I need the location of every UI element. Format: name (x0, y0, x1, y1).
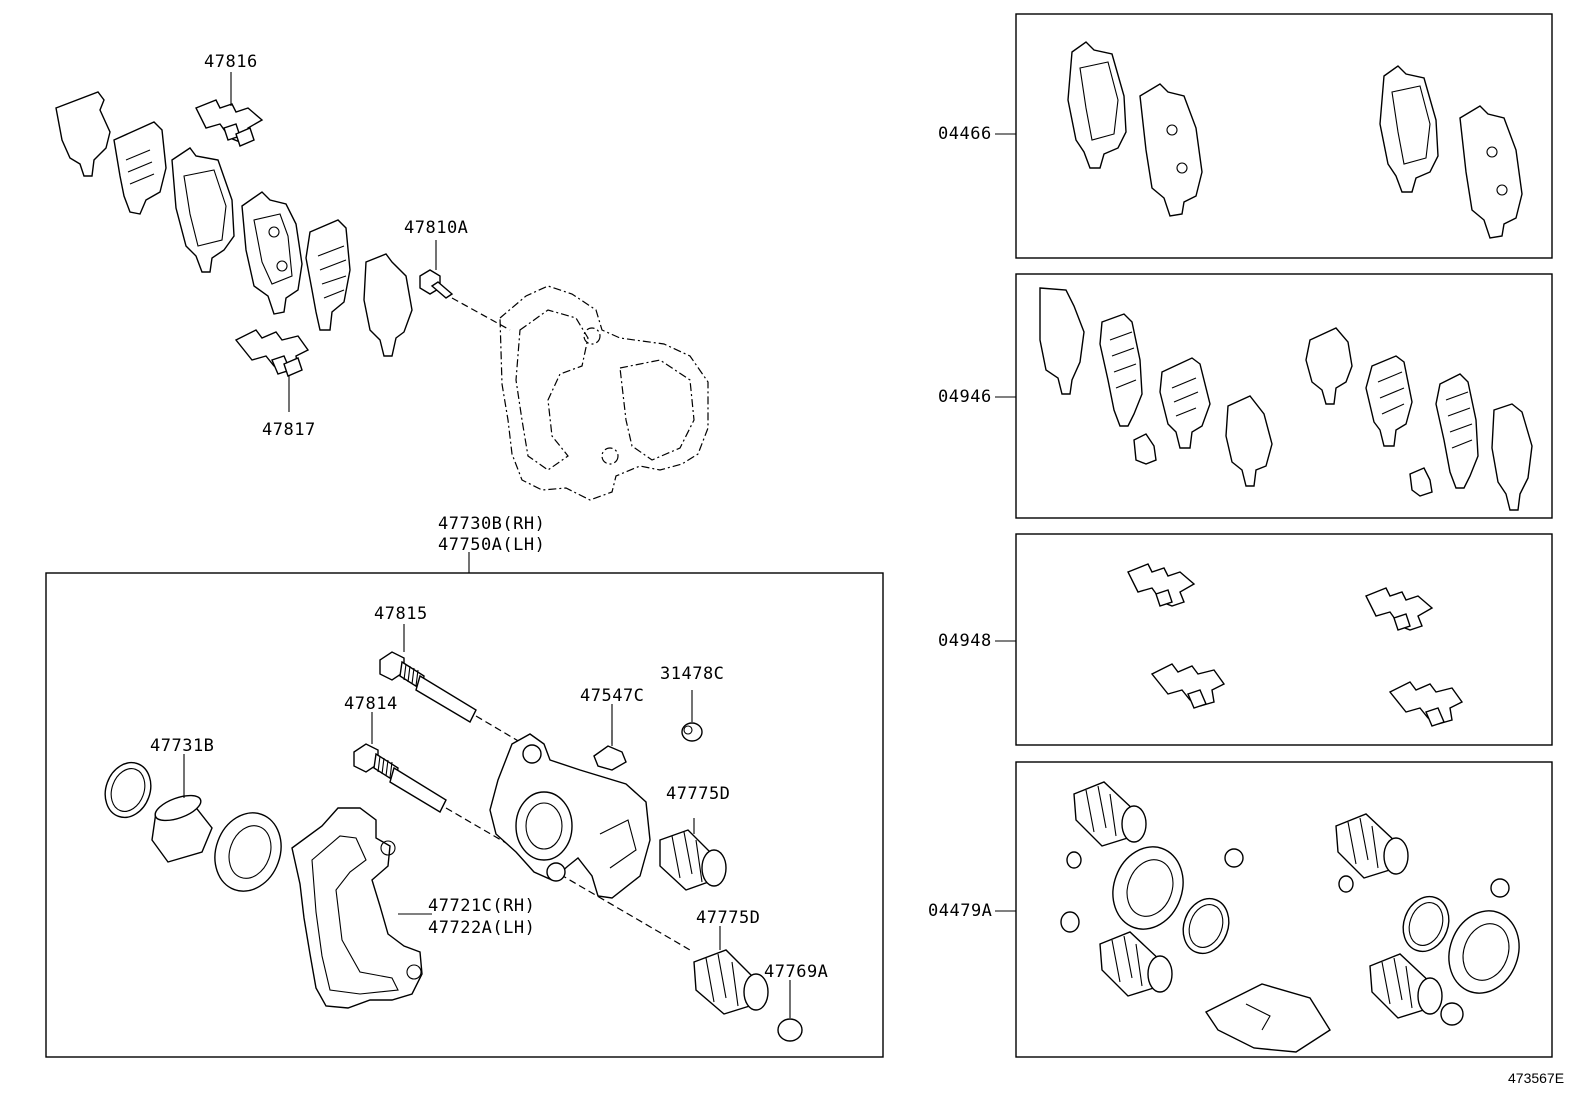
kit-04948-clip-1 (1127, 563, 1196, 607)
piston-seal-ring[interactable] (98, 756, 158, 824)
label-47815[interactable]: 47815 (374, 604, 428, 624)
kit-04479A-boot-3 (1335, 813, 1409, 879)
piston[interactable] (151, 790, 213, 863)
label-47775D-upper[interactable]: 47775D (666, 784, 731, 804)
label-47817[interactable]: 47817 (262, 420, 316, 440)
label-47816[interactable]: 47816 (204, 52, 258, 72)
kit-box-04948[interactable] (1015, 533, 1553, 746)
label-kit-04479A[interactable]: 04479A (928, 901, 993, 921)
label-47775D-lower[interactable]: 47775D (696, 908, 761, 928)
caliper-body[interactable] (489, 733, 651, 899)
slide-pin-47815[interactable] (379, 651, 477, 723)
label-47730B[interactable]: 47730B(RH) (438, 514, 546, 534)
label-47810A[interactable]: 47810A (404, 218, 469, 238)
bleeder-cap-47769A[interactable] (777, 1018, 803, 1042)
label-47814[interactable]: 47814 (344, 694, 398, 714)
kit-04948-clip-3 (1150, 663, 1226, 709)
label-31478C[interactable]: 31478C (660, 664, 725, 684)
kit-04479A-boot-2 (1099, 931, 1173, 997)
kit-04479A-ring (1182, 897, 1230, 955)
pad-support-plate-47816[interactable] (195, 99, 264, 147)
brake-pad-inner[interactable] (241, 191, 303, 315)
kit-box-04479A[interactable] (1015, 761, 1553, 1058)
ghost-caliper-mounting (499, 285, 709, 501)
cylinder-boot[interactable] (204, 803, 292, 900)
anti-squeal-shim-a[interactable] (305, 219, 351, 331)
label-47731B[interactable]: 47731B (150, 736, 215, 756)
kit-box-04946[interactable] (1015, 273, 1553, 519)
diagram-reference-number: 473567E (1508, 1070, 1565, 1086)
cylinder-slide-bushing-boot-lower[interactable] (693, 949, 769, 1015)
shim-plate-outer[interactable] (55, 91, 111, 177)
brake-pad-outer[interactable] (171, 147, 235, 273)
bleeder-cap-31478C[interactable] (681, 722, 703, 742)
kit-04479A-small-parts (1060, 848, 1510, 1026)
label-kit-04948[interactable]: 04948 (938, 631, 992, 651)
kit-04946-shim-set-right (1305, 327, 1533, 511)
label-47769A[interactable]: 47769A (764, 962, 829, 982)
kit-04948-clip-4 (1388, 681, 1464, 727)
kit-04479A-seal-large (1112, 846, 1184, 930)
bleeder-plug-47547C[interactable] (593, 730, 627, 771)
kit-04479A-boot-4 (1369, 953, 1443, 1019)
kit-04466-pad-pair-right (1379, 65, 1523, 239)
kit-04479A-grease-packet (1204, 983, 1331, 1053)
cylinder-slide-bushing-boot-upper[interactable] (659, 829, 727, 891)
kit-04466-pad-pair-left (1067, 41, 1203, 217)
pad-support-plate-47817[interactable] (234, 329, 310, 377)
slide-pin-47814[interactable] (353, 743, 447, 813)
bolt-47810A[interactable] (419, 269, 454, 299)
label-47722A[interactable]: 47722A(LH) (428, 918, 536, 938)
kit-04479A-ring-2 (1402, 895, 1450, 953)
label-47750A[interactable]: 47750A(LH) (438, 535, 546, 555)
kit-04479A-boot-1 (1073, 781, 1147, 847)
label-47721C[interactable]: 47721C(RH) (428, 896, 536, 916)
label-kit-04946[interactable]: 04946 (938, 387, 992, 407)
kit-04946-shim-set-left (1039, 287, 1273, 487)
kit-04948-clip-2 (1365, 587, 1434, 631)
kit-04479A-seal-large-2 (1448, 910, 1520, 994)
caliper-mounting-bracket[interactable] (291, 807, 423, 1009)
kit-box-04466[interactable] (1015, 13, 1553, 259)
anti-squeal-shim-b[interactable] (363, 253, 413, 357)
label-kit-04466[interactable]: 04466 (938, 124, 992, 144)
label-47547C[interactable]: 47547C (580, 686, 645, 706)
caliper-assembly-box (45, 572, 884, 1058)
shim-plate-inner[interactable] (113, 121, 167, 215)
